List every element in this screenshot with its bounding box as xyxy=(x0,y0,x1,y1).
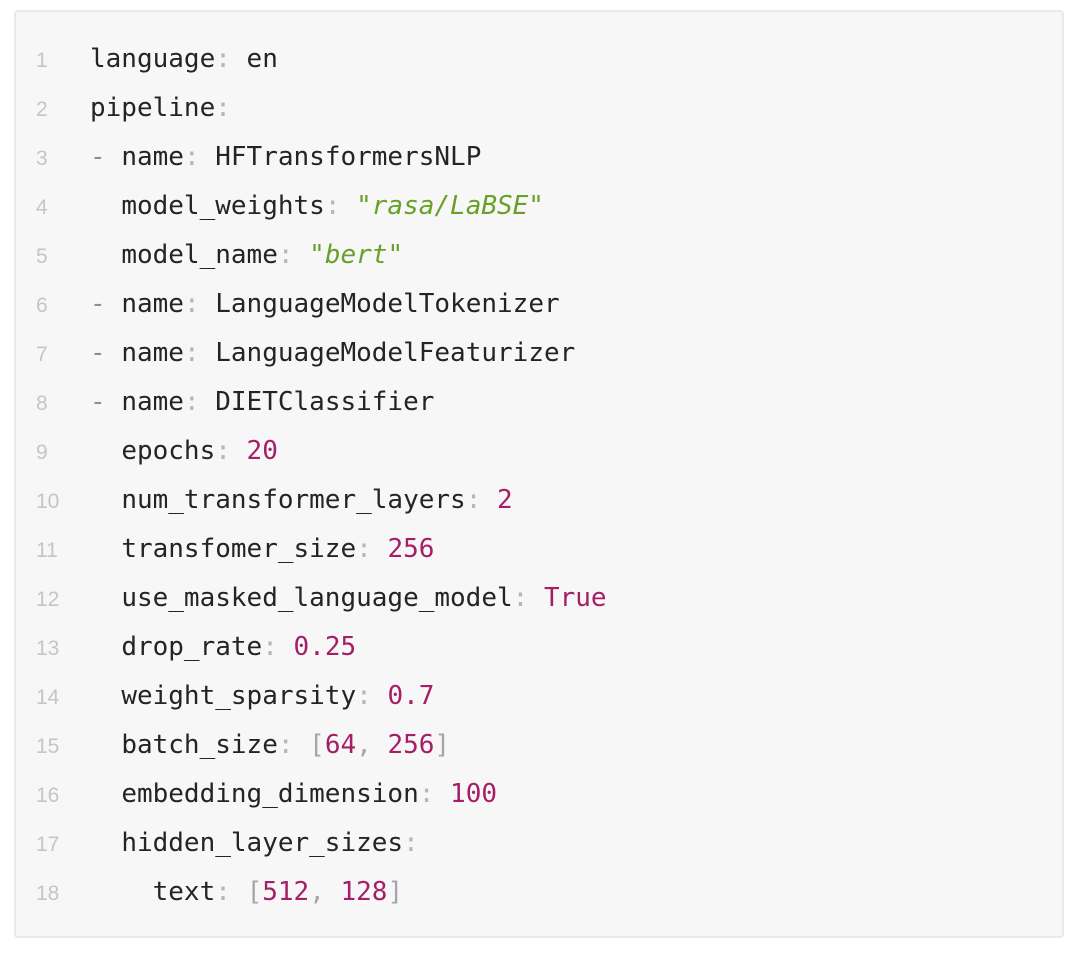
code-line: 15 batch_size: [64, 256] xyxy=(36,721,1042,770)
code-text: - name: DIETClassifier xyxy=(90,387,435,417)
code-text: weight_sparsity: 0.7 xyxy=(121,681,435,711)
line-number: 8 xyxy=(36,392,48,415)
line-number: 4 xyxy=(36,196,48,219)
code-line: 18 text: [512, 128] xyxy=(36,868,1042,917)
code-line: 1 language: en xyxy=(36,35,1042,84)
code-text: hidden_layer_sizes: xyxy=(121,828,419,858)
line-number: 6 xyxy=(36,294,48,317)
code-line: 6 - name: LanguageModelTokenizer xyxy=(36,280,1042,329)
code-line: 4 model_weights: "rasa/LaBSE" xyxy=(36,182,1042,231)
code-line: 9 epochs: 20 xyxy=(36,427,1042,476)
code-line: 17 hidden_layer_sizes: xyxy=(36,819,1042,868)
line-number: 2 xyxy=(36,98,48,121)
code-line: 13 drop_rate: 0.25 xyxy=(36,623,1042,672)
code-text: transfomer_size: 256 xyxy=(121,534,435,564)
code-text: model_name: "bert" xyxy=(121,240,404,270)
line-number: 1 xyxy=(36,49,48,72)
code-line: 10 num_transformer_layers: 2 xyxy=(36,476,1042,525)
code-line: 14 weight_sparsity: 0.7 xyxy=(36,672,1042,721)
code-text: embedding_dimension: 100 xyxy=(121,779,498,809)
code-line: 8 - name: DIETClassifier xyxy=(36,378,1042,427)
line-number: 15 xyxy=(36,735,60,758)
line-number: 9 xyxy=(36,441,48,464)
line-number: 12 xyxy=(36,588,60,611)
code-text: pipeline: xyxy=(90,93,231,123)
code-line: 2 pipeline: xyxy=(36,84,1042,133)
code-lines: 1 language: en 2 pipeline: 3 - name: HFTransf… xyxy=(36,35,1042,917)
line-number: 17 xyxy=(36,833,60,856)
code-line: 3 - name: HFTransformersNLP xyxy=(36,133,1042,182)
line-number: 3 xyxy=(36,147,48,170)
code-text: model_weights: "rasa/LaBSE" xyxy=(121,191,544,221)
code-text: text: [512, 128] xyxy=(152,877,404,907)
code-line: 7 - name: LanguageModelFeaturizer xyxy=(36,329,1042,378)
code-text: drop_rate: 0.25 xyxy=(121,632,357,662)
code-text: - name: LanguageModelTokenizer xyxy=(90,289,560,319)
code-block: 1 language: en 2 pipeline: 3 - name: HFTransf… xyxy=(14,10,1064,938)
code-line: 5 model_name: "bert" xyxy=(36,231,1042,280)
line-number: 11 xyxy=(36,539,58,562)
line-number: 5 xyxy=(36,245,48,268)
code-text: num_transformer_layers: 2 xyxy=(121,485,513,515)
code-text: - name: LanguageModelFeaturizer xyxy=(90,338,576,368)
line-number: 13 xyxy=(36,637,60,660)
code-text: batch_size: [64, 256] xyxy=(121,730,451,760)
line-number: 7 xyxy=(36,343,48,366)
line-number: 16 xyxy=(36,784,60,807)
code-text: language: en xyxy=(90,44,278,74)
code-line: 11 transfomer_size: 256 xyxy=(36,525,1042,574)
code-text: epochs: 20 xyxy=(121,436,278,466)
line-number: 18 xyxy=(36,882,60,905)
code-line: 16 embedding_dimension: 100 xyxy=(36,770,1042,819)
code-text: use_masked_language_model: True xyxy=(121,583,607,613)
code-text: - name: HFTransformersNLP xyxy=(90,142,482,172)
code-line: 12 use_masked_language_model: True xyxy=(36,574,1042,623)
line-number: 14 xyxy=(36,686,60,709)
line-number: 10 xyxy=(36,490,60,513)
